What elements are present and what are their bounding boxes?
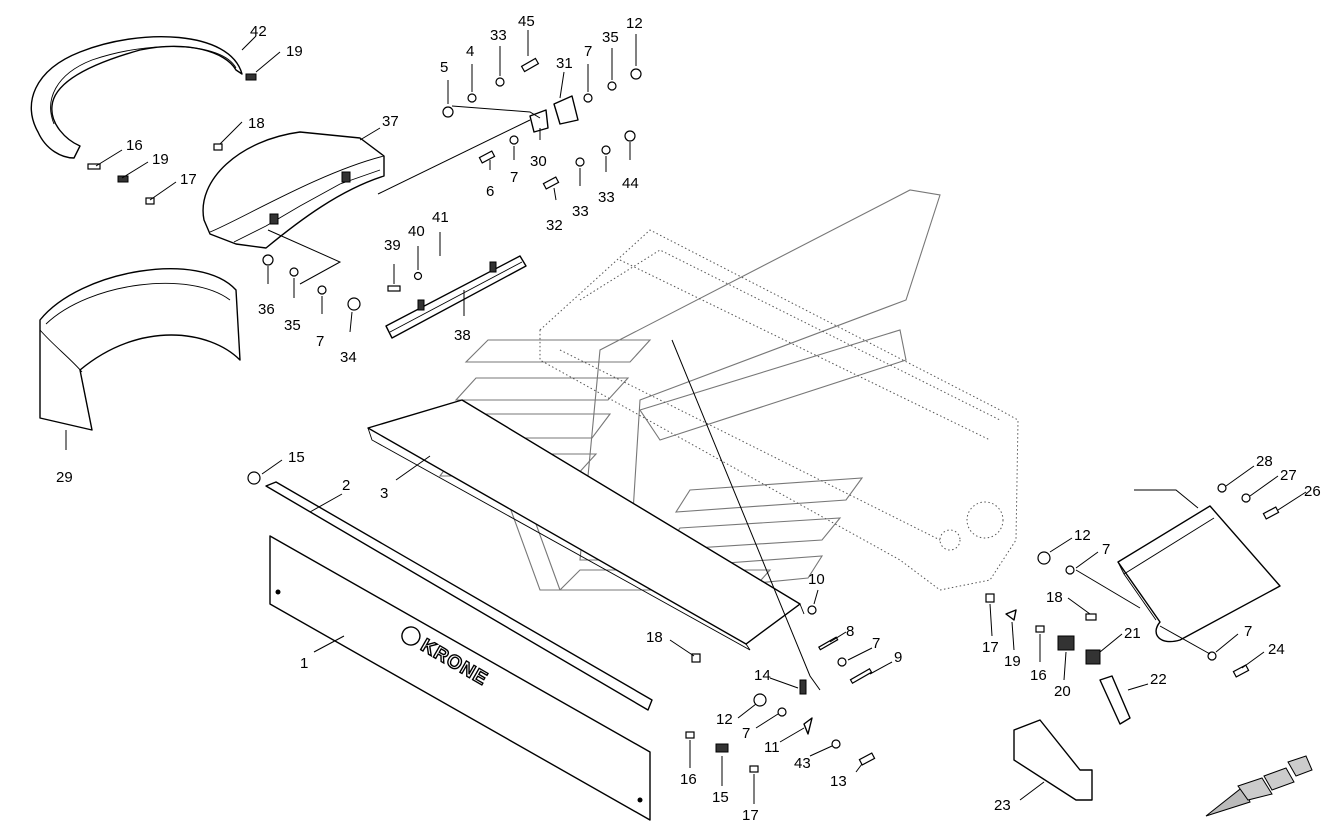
callout-label: 23	[994, 797, 1011, 814]
callout-label: 16	[126, 137, 143, 154]
callout-label: 17	[180, 171, 197, 188]
watermark-logo	[438, 189, 941, 591]
callout-label: 4	[466, 43, 474, 60]
callout-label: 24	[1268, 641, 1285, 658]
callout-label: 22	[1150, 671, 1167, 688]
callout-label: 7	[1244, 623, 1252, 640]
callout-label: 34	[340, 349, 357, 366]
callout-label: 19	[286, 43, 303, 60]
callout-labels: 42 19 18 16 19 17 37 5 4 33 45 31 7 35 1…	[56, 13, 1321, 824]
callout-label: 7	[742, 725, 750, 742]
direction-arrow	[1205, 755, 1313, 817]
callout-label: 45	[518, 13, 535, 30]
callout-label: 33	[572, 203, 589, 220]
callout-label: 42	[250, 23, 267, 40]
callout-label: 39	[384, 237, 401, 254]
callout-label: 30	[530, 153, 547, 170]
callout-label: 32	[546, 217, 563, 234]
callout-label: 7	[1102, 541, 1110, 558]
callout-label: 19	[1004, 653, 1021, 670]
part-29-curved-cover	[39, 268, 241, 431]
callout-label: 36	[258, 301, 275, 318]
callout-label: 19	[152, 151, 169, 168]
callout-label: 10	[808, 571, 825, 588]
part-3-channel	[367, 399, 805, 651]
callout-label: 33	[598, 189, 615, 206]
callout-label: 17	[742, 807, 759, 824]
callout-label: 18	[1046, 589, 1063, 606]
callout-label: 21	[1124, 625, 1141, 642]
callout-label: 16	[680, 771, 697, 788]
callout-label: 14	[754, 667, 771, 684]
callout-label: 37	[382, 113, 399, 130]
callout-label: 40	[408, 223, 425, 240]
part-2-bar	[265, 481, 653, 711]
callout-label: 29	[56, 469, 73, 486]
callout-label: 35	[284, 317, 301, 334]
part-42-profile	[30, 36, 243, 159]
callout-label: 38	[454, 327, 471, 344]
hardware-items	[87, 57, 1280, 773]
callout-label: 7	[872, 635, 880, 652]
callout-label: 28	[1256, 453, 1273, 470]
callout-label: 15	[712, 789, 729, 806]
callout-label: 44	[622, 175, 639, 192]
callout-label: 7	[584, 43, 592, 60]
callout-label: 6	[486, 183, 494, 200]
callout-label: 26	[1304, 483, 1321, 500]
callout-label: 31	[556, 55, 573, 72]
callout-label: 8	[846, 623, 854, 640]
callout-label: 43	[794, 755, 811, 772]
leader-lines	[65, 30, 1307, 804]
callout-label: 7	[510, 169, 518, 186]
callout-label: 12	[626, 15, 643, 32]
callout-label: 41	[432, 209, 449, 226]
callout-label: 16	[1030, 667, 1047, 684]
callout-label: 12	[1074, 527, 1091, 544]
callout-label: 35	[602, 29, 619, 46]
callout-label: 3	[380, 485, 388, 502]
main-frame-housing	[539, 229, 1019, 591]
callout-label: 11	[764, 739, 780, 756]
callout-label: 17	[982, 639, 999, 656]
part-right-side-hood	[1117, 505, 1281, 643]
callout-label: 27	[1280, 467, 1297, 484]
callout-label: 2	[342, 477, 350, 494]
part-23-guard	[1013, 719, 1093, 801]
callout-label: 1	[300, 655, 308, 672]
callout-label: 7	[316, 333, 324, 350]
callout-label: 18	[646, 629, 663, 646]
callout-label: 15	[288, 449, 305, 466]
part-37-side-hood	[202, 131, 385, 249]
callout-label: 5	[440, 59, 448, 76]
callout-label: 20	[1054, 683, 1071, 700]
callout-label: 12	[716, 711, 733, 728]
part-38-rail	[385, 255, 527, 339]
callout-label: 9	[894, 649, 902, 666]
part-22-plate	[1099, 675, 1131, 725]
callout-label: 13	[830, 773, 847, 790]
callout-label: 33	[490, 27, 507, 44]
callout-label: 18	[248, 115, 265, 132]
